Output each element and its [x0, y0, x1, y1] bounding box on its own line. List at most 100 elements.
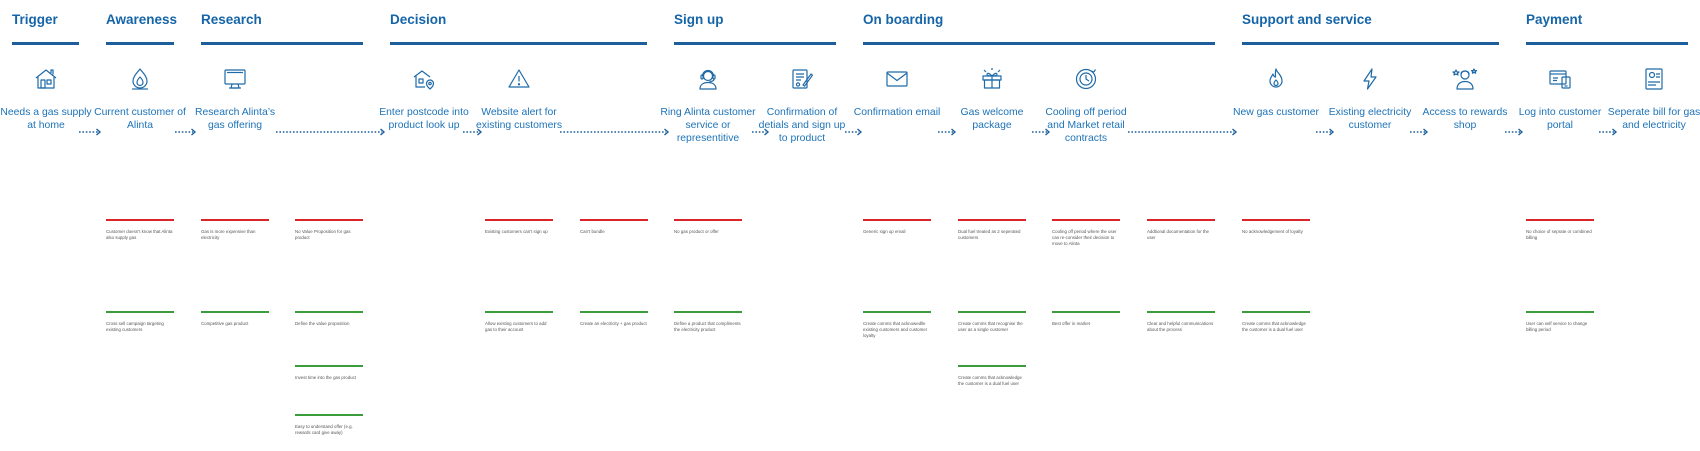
pain-point-bar	[1242, 219, 1310, 221]
note-text: Existing customers can’t sign up	[485, 229, 548, 234]
dotted-arrow-icon	[175, 128, 197, 136]
stage-title: Research	[201, 12, 262, 27]
opportunity-note: Best offer in market	[1052, 311, 1120, 327]
dotted-arrow-icon	[276, 128, 386, 136]
note-text: Generic sign up email	[863, 229, 906, 234]
pain-point-note: Can’t bundle	[580, 219, 648, 235]
step-cooling-off: Cooling off period and Market retail con…	[1038, 66, 1134, 146]
stage-title: On boarding	[863, 12, 944, 27]
headset-agent-icon	[699, 69, 717, 90]
step-label: Current customer of Alinta	[94, 107, 186, 132]
pain-point-note: Addtional documentation for the user	[1147, 219, 1215, 241]
opportunity-bar	[201, 311, 269, 313]
opportunity-note: Create comms that acknowledge the custom…	[958, 365, 1026, 387]
note-text: Define a product that compliments the el…	[674, 321, 741, 332]
pain-point-note: No acknowledgement of loyalty	[1242, 219, 1310, 235]
pain-point-note: No choice of seprate or combined billing	[1526, 219, 1594, 241]
opportunity-bar	[958, 311, 1026, 313]
step-label: Enter postcode into product look up	[379, 107, 469, 132]
note-text: No choice of seprate or combined billing	[1526, 229, 1592, 240]
stage-title: Decision	[390, 12, 447, 27]
pain-point-bar	[295, 219, 363, 221]
clock-cycle-icon	[1075, 68, 1097, 90]
step-label: Access to rewards shop	[1422, 107, 1508, 132]
connector-arrow	[1599, 128, 1618, 136]
monitor-icon	[224, 69, 246, 89]
opportunity-note: Create comms that recognise the user as …	[958, 311, 1026, 333]
step-welcome-package: Gas welcome package	[944, 66, 1040, 132]
step-label: Needs a gas supply at home	[0, 107, 92, 132]
pain-point-bar	[674, 219, 742, 221]
stage-divider	[674, 42, 836, 45]
opportunity-note: Cross sell campaign targeting existing c…	[106, 311, 174, 333]
step-needs-gas: Needs a gas supply at home	[0, 66, 94, 132]
pain-point-note: No Value Proposition for gas product	[295, 219, 363, 241]
connector-arrow	[1128, 128, 1238, 136]
dotted-arrow-icon	[1128, 128, 1238, 136]
note-text: Easy to understand offer (e.g. rewards c…	[295, 424, 353, 435]
dotted-arrow-icon	[1032, 128, 1051, 136]
note-text: Invest time into the gas product	[295, 375, 357, 380]
stage-divider	[12, 42, 79, 45]
stage-research: Research	[201, 12, 363, 46]
opportunity-bar	[485, 311, 553, 313]
opportunity-note: User can self service to change billing …	[1526, 311, 1594, 333]
reward-person-icon	[1452, 68, 1478, 90]
note-text: Clear and helpful communications about t…	[1147, 321, 1214, 332]
opportunity-note: Create an electricity + gas product	[580, 311, 648, 327]
stage-onboarding: On boarding	[863, 12, 1215, 46]
opportunity-note: Easy to understand offer (e.g. rewards c…	[295, 414, 363, 436]
gift-box-icon	[982, 68, 1002, 89]
note-text: Cross sell campaign targeting existing c…	[106, 321, 164, 332]
stage-awareness: Awareness	[106, 12, 178, 46]
note-text: Dual fuel treated as 2 seperated custome…	[958, 229, 1021, 240]
stage-divider	[201, 42, 363, 45]
step-label: Ring Alinta customer service or represen…	[660, 107, 756, 145]
stage-title: Sign up	[674, 12, 724, 27]
note-text: Create comms that acknowedlle existing c…	[863, 321, 928, 338]
note-text: Create comms that recognise the user as …	[958, 321, 1023, 332]
opportunity-bar	[295, 414, 363, 416]
step-label: Confirmation email	[853, 107, 941, 118]
stage-decision: Decision	[390, 12, 647, 46]
stage-title: Payment	[1526, 12, 1583, 27]
connector-arrow	[938, 128, 957, 136]
stage-divider	[390, 42, 647, 45]
portal-device-icon	[1549, 70, 1571, 89]
step-enter-postcode: Enter postcode into product look up	[376, 66, 472, 132]
pain-point-bar	[106, 219, 174, 221]
connector-arrow	[560, 128, 670, 136]
stage-title: Awareness	[106, 12, 178, 27]
opportunity-bar	[295, 311, 363, 313]
dotted-arrow-icon	[1599, 128, 1618, 136]
pain-point-note: Dual fuel treated as 2 seperated custome…	[958, 219, 1026, 241]
stage-signup: Sign up	[674, 12, 836, 46]
opportunity-note: Allow existing customers to add gas to t…	[485, 311, 553, 333]
pain-point-bar	[1526, 219, 1594, 221]
dotted-arrow-icon	[79, 128, 102, 136]
opportunity-bar	[958, 365, 1026, 367]
step-confirmation-details: Confirmation of detials and sign up to p…	[754, 66, 850, 146]
opportunity-note: Competitive gas product	[201, 311, 269, 327]
pain-point-bar	[1052, 219, 1120, 221]
opportunity-bar	[1526, 311, 1594, 313]
opportunity-note: Define a product that compliments the el…	[674, 311, 742, 333]
opportunity-bar	[863, 311, 931, 313]
stage-trigger: Trigger	[12, 12, 79, 46]
pain-point-bar	[485, 219, 553, 221]
step-label: Website alert for existing customers	[475, 107, 563, 132]
step-label: Cooling off period and Market retail con…	[1045, 107, 1127, 145]
pain-point-note: Customer doesn’t know that Alinta also s…	[106, 219, 174, 241]
connector-arrow	[1032, 128, 1051, 136]
dotted-arrow-icon	[1505, 128, 1524, 136]
pain-point-bar	[580, 219, 648, 221]
pain-point-note: Generic sign up email	[863, 219, 931, 235]
note-text: Define the value proposition	[295, 321, 350, 326]
step-current-customer: Current customer of Alinta	[92, 66, 188, 132]
opportunity-note: Create comms that acknowedlle existing c…	[863, 311, 931, 339]
step-rewards-shop: Access to rewards shop	[1417, 66, 1513, 132]
step-research-offering: Research Alinta’s gas offering	[187, 66, 283, 132]
opportunity-bar	[295, 365, 363, 367]
note-text: Can’t bundle	[580, 229, 605, 234]
note-text: Addtional documentation for the user	[1147, 229, 1209, 240]
